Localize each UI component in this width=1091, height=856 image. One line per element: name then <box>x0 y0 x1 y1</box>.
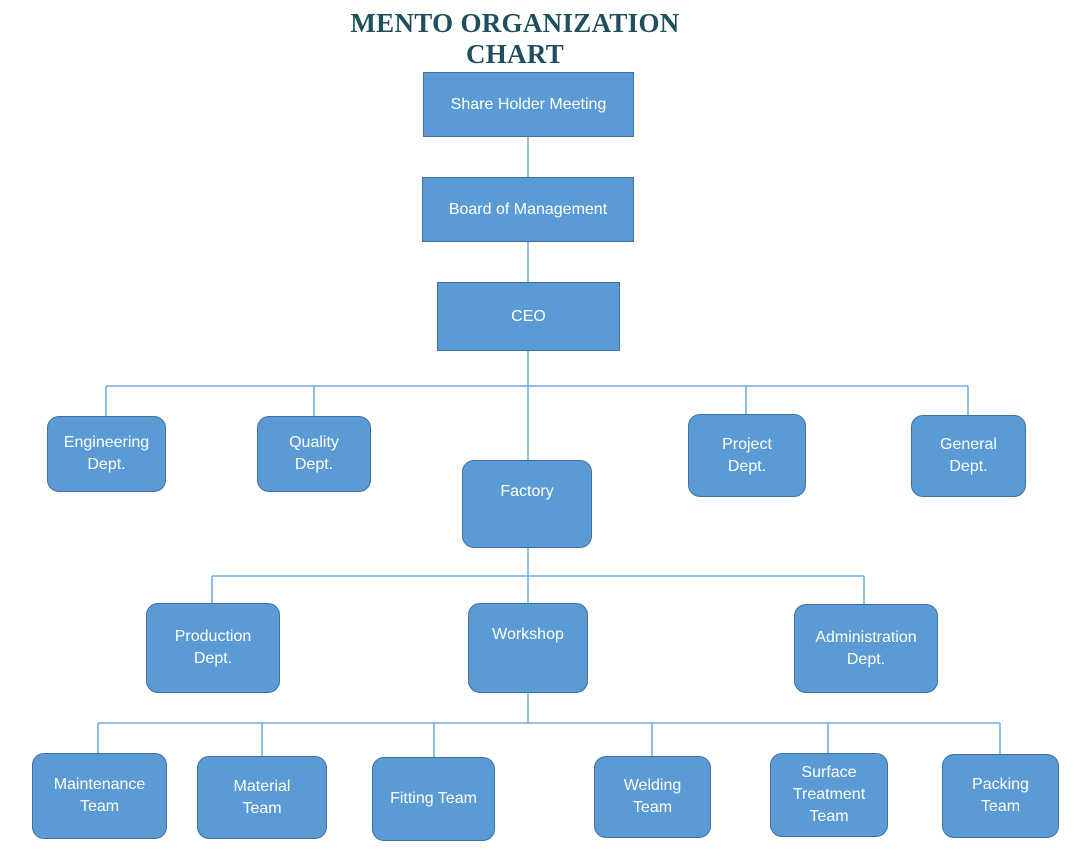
node-factory: Factory <box>462 460 592 548</box>
node-engineering-dept: Engineering Dept. <box>47 416 166 492</box>
node-workshop: Workshop <box>468 603 588 693</box>
node-quality-dept: Quality Dept. <box>257 416 371 492</box>
node-material-team: Material Team <box>197 756 327 839</box>
node-maintenance-team: Maintenance Team <box>32 753 167 839</box>
node-board-of-management: Board of Management <box>422 177 634 242</box>
node-welding-team: Welding Team <box>594 756 711 838</box>
node-project-dept: Project Dept. <box>688 414 806 497</box>
node-surface-treatment-team: Surface Treatment Team <box>770 753 888 837</box>
node-administration-dept: Administration Dept. <box>794 604 938 693</box>
node-shareholder-meeting: Share Holder Meeting <box>423 72 634 137</box>
node-ceo: CEO <box>437 282 620 351</box>
node-packing-team: Packing Team <box>942 754 1059 838</box>
node-fitting-team: Fitting Team <box>372 757 495 841</box>
node-production-dept: Production Dept. <box>146 603 280 693</box>
node-general-dept: General Dept. <box>911 415 1026 497</box>
chart-title: MENTO ORGANIZATION CHART <box>350 8 680 69</box>
